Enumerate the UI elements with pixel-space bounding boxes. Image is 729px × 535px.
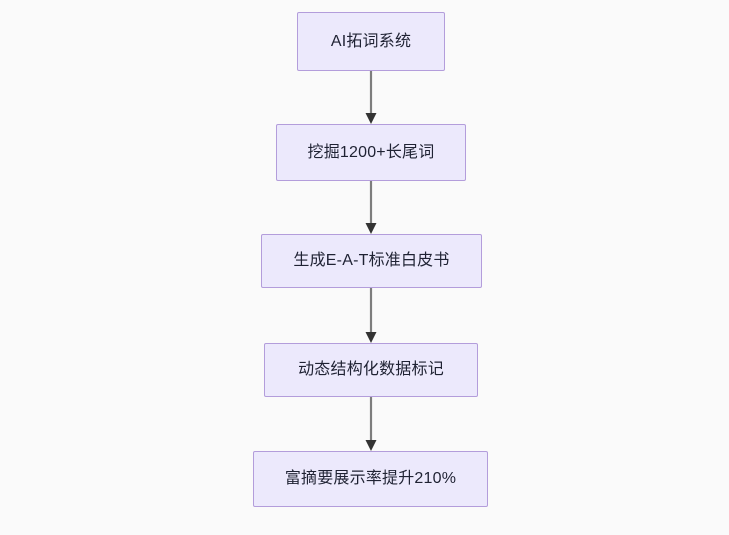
node-label: 富摘要展示率提升210%: [284, 470, 457, 487]
edge-arrowhead-icon: [365, 440, 377, 451]
node-label: 挖掘1200+长尾词: [307, 143, 435, 161]
edge-arrowhead-icon: [365, 113, 377, 124]
node-rich-snippet-impression-uplift[interactable]: 富摘要展示率提升210%: [253, 451, 488, 507]
node-label: AI拓词系统: [330, 32, 412, 50]
node-ai-keyword-expansion-system[interactable]: AI拓词系统: [297, 12, 445, 71]
edge-markup-to-uplift: [365, 397, 377, 451]
edge-whitepaper-to-markup: [365, 288, 377, 343]
node-label: 动态结构化数据标记: [298, 361, 444, 378]
node-label: 生成E-A-T标准白皮书: [293, 252, 450, 269]
node-dynamic-structured-data-markup[interactable]: 动态结构化数据标记: [264, 343, 478, 397]
edge-arrowhead-icon: [365, 223, 377, 234]
node-mine-longtail-keywords[interactable]: 挖掘1200+长尾词: [276, 124, 466, 181]
node-generate-eat-whitepaper[interactable]: 生成E-A-T标准白皮书: [261, 234, 482, 288]
edge-arrowhead-icon: [365, 332, 377, 343]
edge-mining-to-whitepaper: [365, 181, 377, 234]
edge-system-to-mining: [365, 71, 377, 124]
